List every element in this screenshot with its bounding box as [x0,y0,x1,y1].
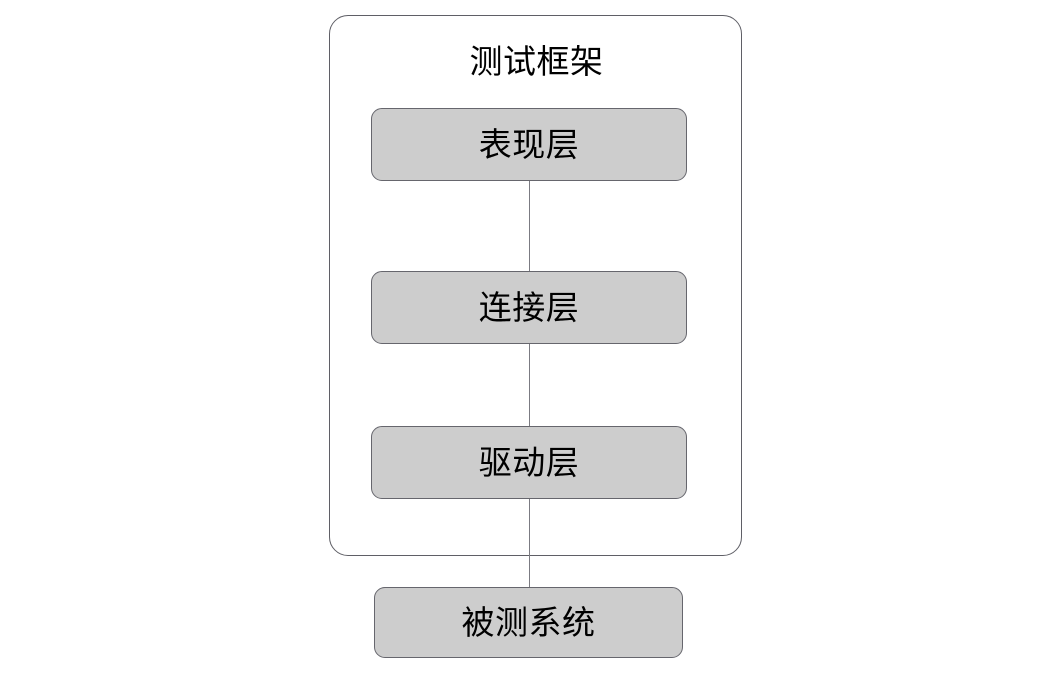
node-presentation-layer-label: 表现层 [478,124,580,164]
node-system-under-test[interactable]: 被测系统 [374,587,683,658]
connector-presentation-to-connection [529,178,530,274]
node-driver-layer-label: 驱动层 [478,442,580,482]
connector-driver-to-sut [529,495,530,590]
node-connection-layer[interactable]: 连接层 [371,271,687,344]
node-driver-layer[interactable]: 驱动层 [371,426,687,499]
node-connection-layer-label: 连接层 [478,287,580,327]
node-presentation-layer[interactable]: 表现层 [371,108,687,181]
node-system-under-test-label: 被测系统 [461,602,596,642]
connector-connection-to-driver [529,340,530,429]
framework-title: 测试框架 [469,42,604,81]
